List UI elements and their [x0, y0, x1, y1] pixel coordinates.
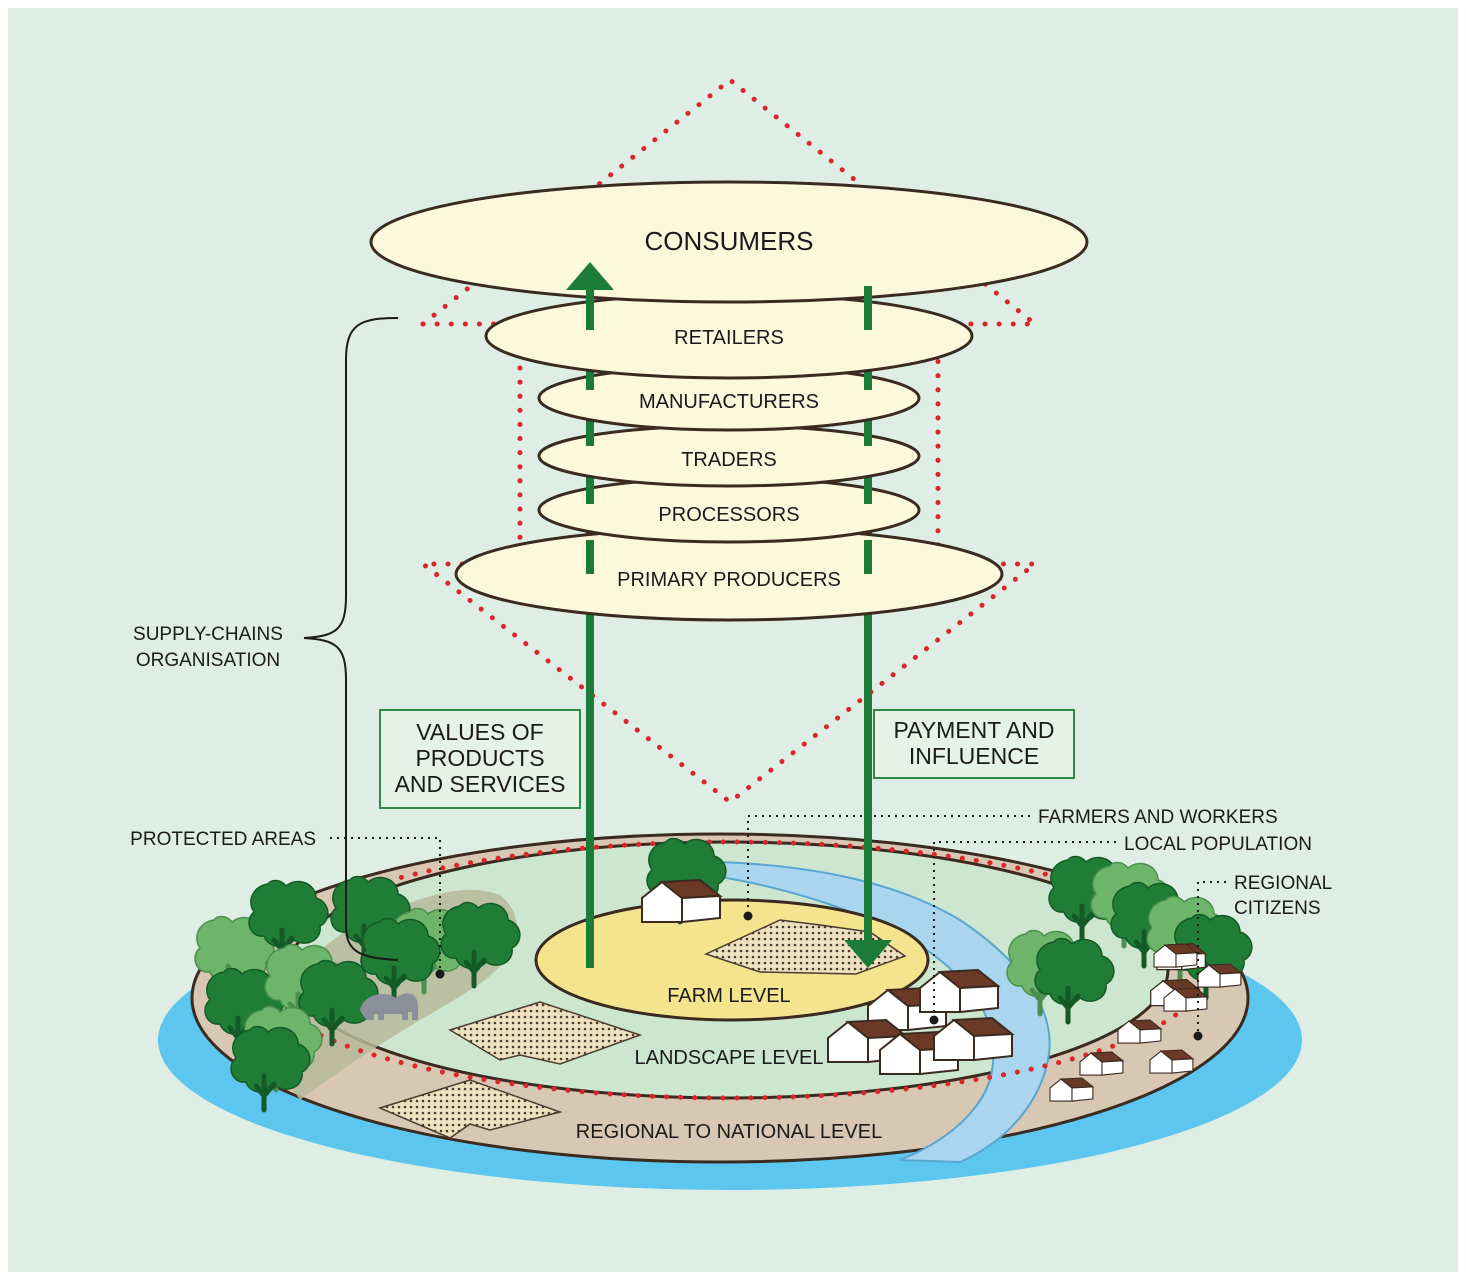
- landscape-level-label: LANDSCAPE LEVEL: [635, 1047, 824, 1069]
- tier-manufacturers: MANUFACTURERS: [537, 364, 921, 432]
- values-flow-box: VALUES OF PRODUCTS AND SERVICES: [379, 709, 581, 809]
- brace-label-line-2: ORGANISATION: [136, 650, 280, 671]
- landscape-field: [448, 1001, 643, 1065]
- callout-lines: [330, 815, 1226, 1034]
- brace-label-line-1: SUPPLY-CHAINS: [133, 624, 283, 645]
- retailers-label: RETAILERS: [674, 327, 784, 349]
- local-population-label: LOCAL POPULATION: [1124, 834, 1312, 855]
- payment-line-2: INFLUENCE: [909, 743, 1039, 769]
- farm-level-label: FARM LEVEL: [667, 985, 790, 1007]
- elephant-icon: [360, 993, 418, 1020]
- consumers-label: CONSUMERS: [644, 226, 813, 256]
- payment-line-1: PAYMENT AND: [893, 717, 1054, 743]
- tier-retailers: RETAILERS: [484, 292, 974, 380]
- tier-processors: PROCESSORS: [537, 476, 921, 544]
- farmers-workers-label: FARMERS AND WORKERS: [1038, 807, 1278, 828]
- traders-label: TRADERS: [681, 449, 777, 471]
- regional-citizens-label-1: REGIONAL: [1234, 873, 1332, 894]
- processors-label: PROCESSORS: [658, 504, 799, 526]
- down-arrow-icon: [844, 940, 892, 968]
- regional-level-label: REGIONAL TO NATIONAL LEVEL: [576, 1121, 882, 1143]
- tier-primary-producers: PRIMARY PRODUCERS: [454, 526, 1004, 622]
- protected-areas-label: PROTECTED AREAS: [130, 829, 316, 850]
- values-line-2: PRODUCTS: [415, 745, 544, 771]
- tier-traders: TRADERS: [537, 424, 921, 488]
- regional-citizens-label-2: CITIZENS: [1234, 898, 1321, 919]
- regional-field: [377, 1079, 563, 1139]
- values-line-1: VALUES OF: [416, 719, 543, 745]
- tier-consumers: CONSUMERS: [369, 180, 1089, 304]
- supply-chain-brace: [303, 317, 399, 961]
- supply-chain-boundary: [415, 76, 1043, 806]
- manufacturers-label: MANUFACTURERS: [639, 391, 819, 413]
- callout-dots: [435, 911, 1203, 1041]
- payment-flow-box: PAYMENT AND INFLUENCE: [873, 709, 1075, 779]
- primary-producers-label: PRIMARY PRODUCERS: [617, 569, 841, 591]
- values-line-3: AND SERVICES: [395, 771, 566, 797]
